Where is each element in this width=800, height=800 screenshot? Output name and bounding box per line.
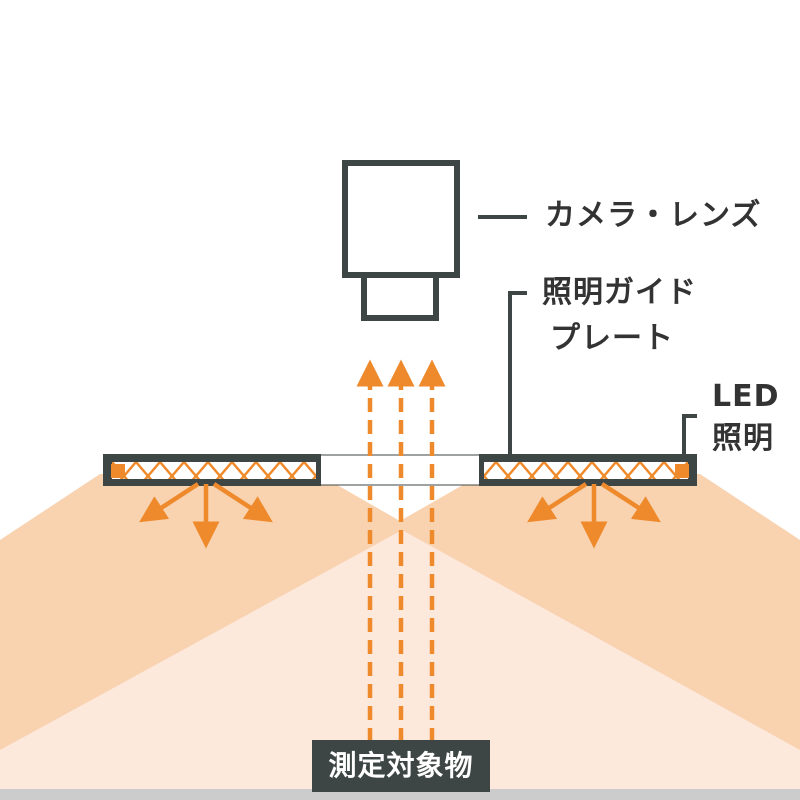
guide-hatch-left-pattern bbox=[112, 462, 316, 479]
reflected-light-arrows bbox=[356, 359, 446, 742]
leader-led bbox=[682, 414, 697, 466]
label-led-illumination: LED 照明 bbox=[712, 376, 780, 460]
label-guide-plate-line1: 照明ガイド bbox=[542, 275, 697, 310]
measurement-object-label: 測定対象物 bbox=[312, 740, 490, 792]
label-camera-lens: カメラ・レンズ bbox=[545, 198, 762, 233]
label-guide-plate-line2: プレート bbox=[550, 321, 674, 356]
light-overlap-center bbox=[0, 530, 800, 790]
emission-arrows-left bbox=[139, 482, 273, 549]
emission-arrows-right bbox=[527, 482, 661, 549]
label-led-line1: LED bbox=[712, 379, 780, 414]
guide-hatch-right-pattern bbox=[484, 462, 688, 479]
label-led-line2: 照明 bbox=[712, 421, 774, 456]
center-window bbox=[317, 454, 483, 486]
led-right bbox=[675, 464, 689, 478]
floor-strip bbox=[0, 789, 800, 800]
leader-guide-plate bbox=[508, 291, 527, 470]
label-guide-plate: 照明ガイド プレート bbox=[542, 270, 697, 362]
lens-barrel bbox=[361, 272, 439, 321]
camera-body bbox=[342, 160, 460, 278]
led-left bbox=[111, 464, 125, 478]
